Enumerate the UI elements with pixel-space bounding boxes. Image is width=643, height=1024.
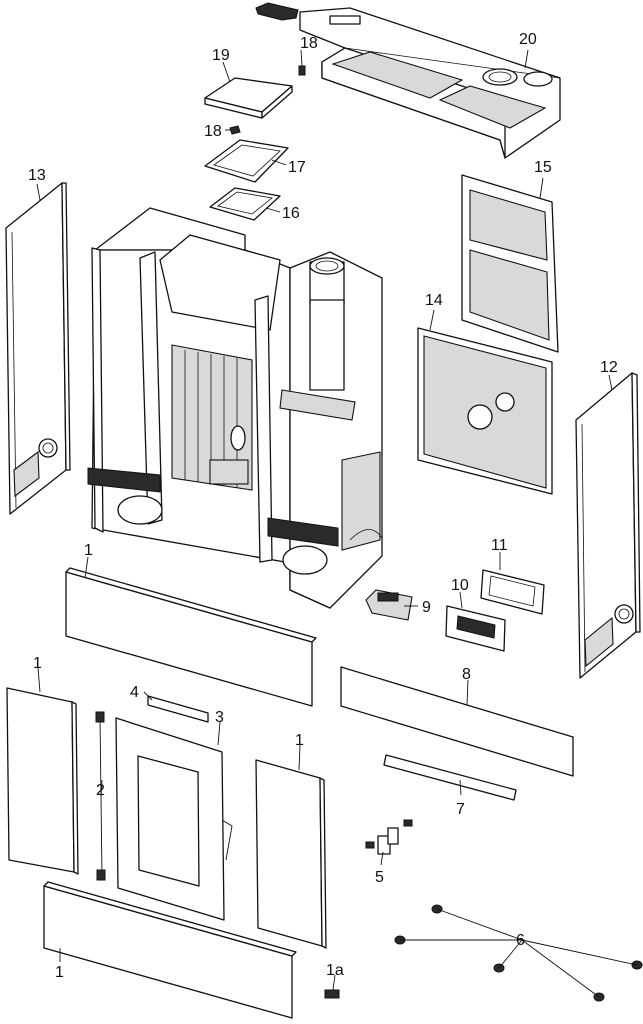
label-10: 10 <box>451 577 469 594</box>
part-9-motor-unit <box>365 589 413 621</box>
label-18-mid: 18 <box>204 123 222 140</box>
part-5-latch <box>365 819 413 855</box>
label-5: 5 <box>375 869 384 886</box>
part-13-side-panel <box>5 182 71 515</box>
label-17: 17 <box>288 159 306 176</box>
label-18-top: 18 <box>300 35 318 52</box>
label-2: 2 <box>96 782 105 799</box>
label-1-right: 1 <box>295 732 304 749</box>
label-12: 12 <box>600 359 618 376</box>
label-16: 16 <box>282 205 300 222</box>
vent-slots-15 <box>469 189 550 341</box>
part-11-cover-plate <box>480 569 545 615</box>
part-1-left-door-panel <box>6 687 79 875</box>
part-18-screw-a <box>298 65 306 76</box>
part-10-inspection-plate <box>445 605 506 652</box>
label-4: 4 <box>130 684 139 701</box>
part-labels: 20 19 18 18 17 16 15 14 13 12 11 10 9 8 … <box>28 31 618 981</box>
part-19-plate <box>204 77 293 119</box>
part-17-gasket-frame <box>204 139 289 183</box>
label-1-top: 1 <box>84 542 93 559</box>
label-7: 7 <box>456 801 465 818</box>
label-14: 14 <box>425 292 443 309</box>
part-1-right-door-panel <box>255 759 327 949</box>
label-8: 8 <box>462 666 471 683</box>
main-stove-body <box>87 207 383 609</box>
label-19: 19 <box>212 47 230 64</box>
vent-slots-20 <box>331 51 547 129</box>
label-15: 15 <box>534 159 552 176</box>
part-1a-clip <box>324 989 340 999</box>
label-11: 11 <box>491 537 508 554</box>
part-3-glass-door <box>115 717 233 921</box>
label-1-left: 1 <box>33 655 42 672</box>
label-13: 13 <box>28 167 46 184</box>
label-1-bottom: 1 <box>55 964 64 981</box>
label-6: 6 <box>516 932 525 949</box>
label-1a: 1a <box>326 962 344 979</box>
part-18-bracket-top <box>255 2 299 21</box>
part-1-front-bottom-panel <box>43 881 297 1019</box>
part-15-rear-panel <box>461 174 559 353</box>
leader-lines <box>36 49 638 998</box>
part-8-rear-bracket <box>340 666 574 777</box>
part-7-rail <box>383 754 517 801</box>
part-20-top-cover <box>299 7 561 159</box>
part-18-screw-b <box>229 125 241 135</box>
label-9: 9 <box>422 599 431 616</box>
part-1-front-top-panel <box>65 567 317 707</box>
part-4-bracket <box>147 695 209 723</box>
part-16-gasket <box>209 187 281 221</box>
part-14-heat-exchanger-grid <box>417 327 553 495</box>
label-20: 20 <box>519 31 537 48</box>
part-6-feet <box>394 904 643 1002</box>
label-3: 3 <box>215 709 224 726</box>
part-12-side-panel <box>575 372 641 679</box>
